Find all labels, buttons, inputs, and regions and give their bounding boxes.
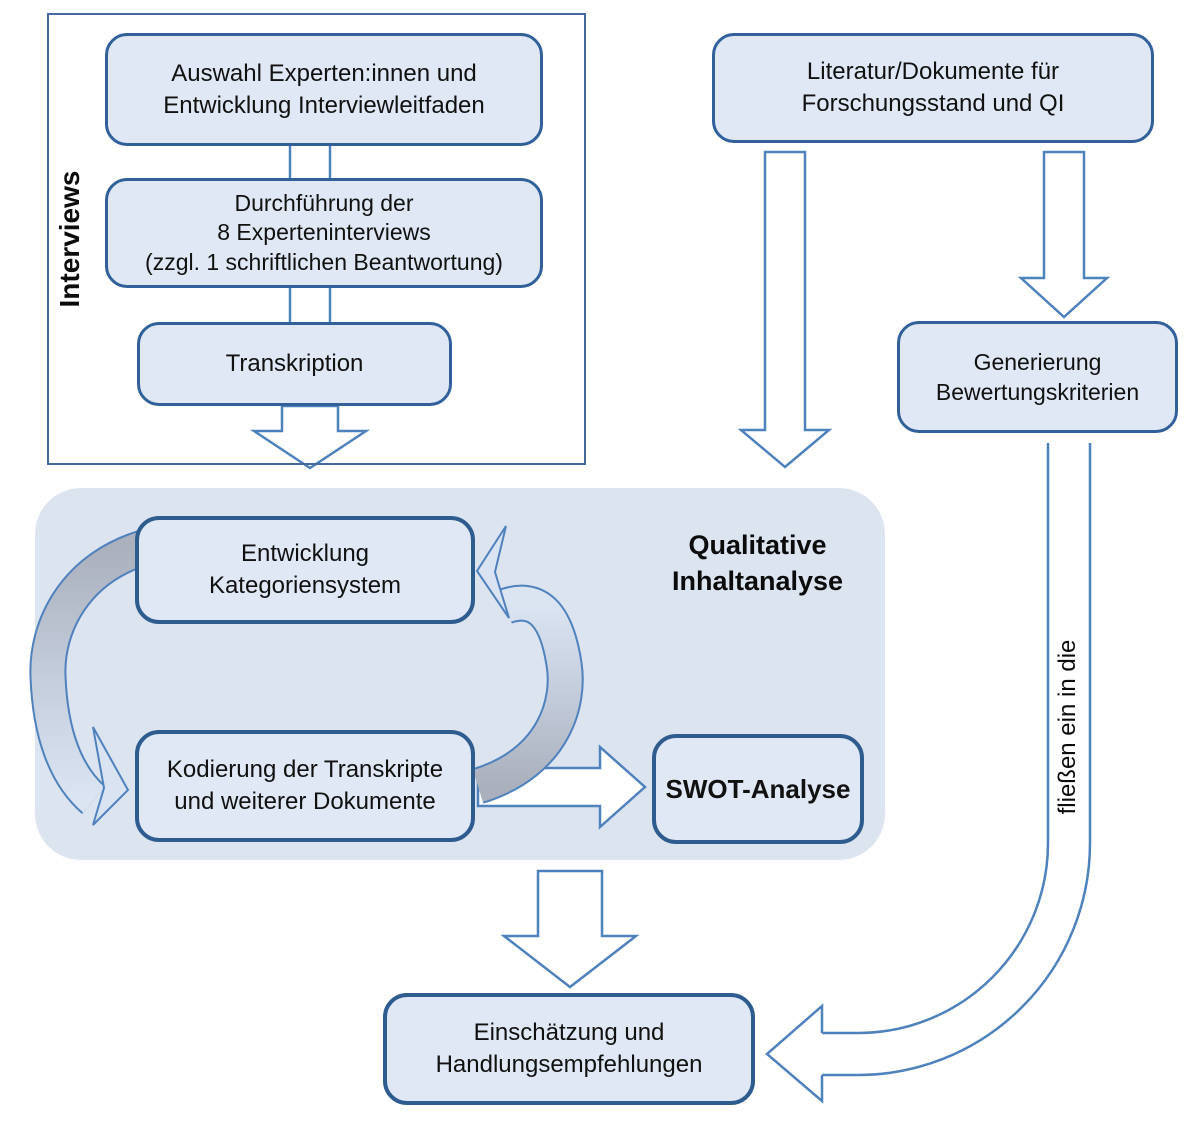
literatur-dokumente-box: Literatur/Dokumente für Forschungsstand …	[712, 33, 1154, 143]
kodierung-transkripte-label: Kodierung der Transkripte und weiterer D…	[166, 756, 444, 815]
durchfuehrung-interviews-box: Durchführung der 8 Experteninterviews (z…	[105, 178, 543, 288]
arrow-panel-to-einschaetzung	[500, 869, 640, 989]
durchfuehrung-interviews-label: Durchführung der 8 Experteninterviews (z…	[145, 189, 503, 275]
generierung-bewertungskriterien-label: Generierung Bewertungskriterien	[935, 348, 1140, 405]
auswahl-experten-box: Auswahl Experten:innen und Entwicklung I…	[105, 33, 543, 146]
arrow-kodierung-to-swot	[476, 744, 647, 830]
arrow-transkription-down	[249, 404, 371, 470]
cycle-arrow-right	[471, 525, 584, 804]
kodierung-transkripte-box: Kodierung der Transkripte und weiterer D…	[135, 730, 475, 842]
bent-arrowhead-left	[765, 1003, 824, 1104]
bent-arrow-generierung-to-einschaetzung	[765, 443, 1092, 1104]
arrow-literatur-to-generierung	[1017, 150, 1111, 319]
fliessen-ein-in-die-label: fließen ein in die	[1054, 639, 1081, 815]
generierung-bewertungskriterien-box: Generierung Bewertungskriterien	[897, 321, 1178, 433]
transkription-label: Transkription	[225, 350, 364, 378]
interviews-group-frame	[47, 13, 586, 465]
swot-analyse-box: SWOT-Analyse	[652, 734, 864, 844]
transkription-box: Transkription	[137, 322, 452, 406]
connector-durchfuehrung-transkription	[288, 288, 332, 324]
entwicklung-kategoriensystem-box: Entwicklung Kategoriensystem	[135, 516, 475, 624]
cycle-arrowhead-right	[475, 525, 510, 619]
entwicklung-kategoriensystem-label: Entwicklung Kategoriensystem	[208, 540, 402, 599]
swot-analyse-label: SWOT-Analyse	[665, 773, 851, 804]
connector-auswahl-durchfuehrung	[288, 146, 332, 180]
qualitative-inhaltanalyse-title: Qualitative Inhaltanalyse	[671, 530, 844, 597]
cycle-arrowhead-left	[92, 726, 130, 826]
cycle-arrow-left	[29, 528, 156, 826]
arrow-literatur-to-panel	[737, 150, 833, 469]
einschaetzung-handlungsempfehlungen-box: Einschätzung und Handlungsempfehlungen	[383, 993, 755, 1105]
einschaetzung-handlungsempfehlungen-label: Einschätzung und Handlungsempfehlungen	[435, 1019, 703, 1078]
auswahl-experten-label: Auswahl Experten:innen und Entwicklung I…	[163, 59, 485, 119]
literatur-dokumente-label: Literatur/Dokumente für Forschungsstand …	[801, 58, 1065, 117]
interviews-group-label: Interviews	[54, 170, 85, 308]
